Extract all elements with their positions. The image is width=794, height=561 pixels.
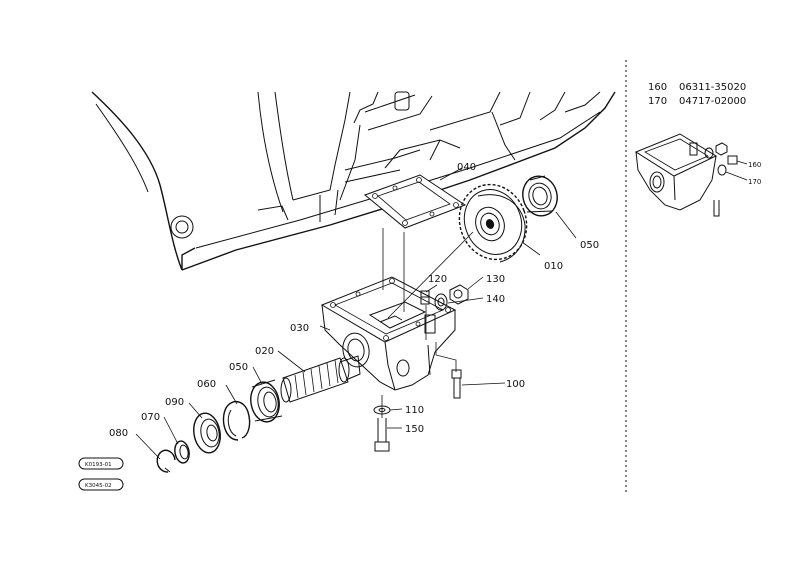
label-060: 060 <box>197 379 216 390</box>
gasket-040 <box>364 174 467 229</box>
label-150: 140 <box>486 294 505 305</box>
label-130: 120 <box>428 274 447 285</box>
transmission-case <box>91 91 616 271</box>
bolt-110 <box>374 418 390 452</box>
leader-lines <box>135 167 577 460</box>
label-040: 040 <box>457 162 476 173</box>
inset-housing-drawing <box>634 133 748 217</box>
bolt-100 <box>451 369 462 399</box>
shaft-020 <box>280 355 361 403</box>
label-010: 010 <box>544 261 563 272</box>
circlip-080 <box>156 449 176 473</box>
inset-row-170-item: 170 <box>648 96 667 107</box>
snap-ring-060 <box>222 401 251 441</box>
plug-130 <box>420 290 430 305</box>
oil-seal-090 <box>193 412 221 454</box>
inset-part-table: 160 06311-35020 170 04717-02000 <box>648 82 746 107</box>
inset-label-170: 170 <box>748 178 761 186</box>
svg-text:K3045-02: K3045-02 <box>85 483 112 489</box>
label-050-upper: 050 <box>580 240 599 251</box>
inset-row-160-partno: 06311-35020 <box>679 82 746 93</box>
label-020: 020 <box>255 346 274 357</box>
housing-030 <box>320 276 457 391</box>
washer-150 <box>434 293 448 311</box>
inset-label-160: 160 <box>748 161 761 169</box>
inset-row-170-partno: 04717-02000 <box>679 96 746 107</box>
reference-stamp-1: K0193-01 <box>78 457 124 470</box>
label-050-lower: 050 <box>229 362 248 373</box>
collar-070 <box>174 440 190 464</box>
gear-010 <box>458 183 528 263</box>
nut-140 <box>449 284 469 305</box>
bearing-050-upper <box>522 175 558 217</box>
inset-row-160-item: 160 <box>648 82 667 93</box>
label-080: 080 <box>109 428 128 439</box>
label-110: 150 <box>405 424 424 435</box>
label-070: 070 <box>141 412 160 423</box>
assembly-guides <box>381 228 474 418</box>
bearing-050-lower <box>250 379 283 423</box>
label-140: 130 <box>486 274 505 285</box>
svg-text:K0193-01: K0193-01 <box>85 462 112 468</box>
reference-stamp-2: K3045-02 <box>78 478 124 491</box>
label-120: 110 <box>405 405 424 416</box>
label-090: 090 <box>165 397 184 408</box>
label-030: 030 <box>290 323 309 334</box>
label-100: 100 <box>506 379 525 390</box>
